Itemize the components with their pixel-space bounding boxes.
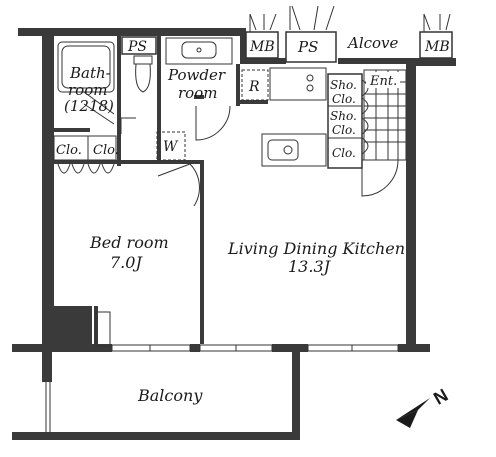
toilet [133, 55, 153, 93]
ps-right-label: PS [297, 38, 318, 56]
kitchen [261, 67, 327, 167]
exterior-walls [12, 28, 456, 440]
closet-left-2-label: Clo. [93, 143, 119, 158]
compass: N [396, 385, 451, 428]
bathroom-label-1: Bath- [69, 64, 111, 82]
interior-walls [54, 36, 268, 347]
compass-arrow-icon [396, 398, 430, 420]
washer-space: W [156, 131, 186, 161]
meter-boxes [245, 5, 453, 63]
balcony: Balcony [45, 382, 203, 432]
closet-left-1-label: Clo. [56, 143, 82, 158]
powder-room-label-2: room [178, 84, 217, 102]
shoe-closet-2-label-2: Clo. [332, 123, 356, 137]
bedroom-label-1: Bed room [89, 233, 169, 252]
mb-left-label: MB [249, 39, 275, 55]
mb-right-label: MB [424, 39, 450, 55]
ldk-label-2: 13.3J [288, 257, 332, 276]
closets-left: Clo. Clo. [53, 135, 119, 174]
balcony-label: Balcony [137, 386, 203, 405]
compass-n-label: N [430, 385, 451, 409]
closets-right: Sho. Clo. Sho. Clo. Clo. [327, 73, 369, 169]
refrigerator-label: R [248, 79, 260, 95]
washer-label: W [163, 139, 179, 155]
bathroom-label-2: room [68, 81, 107, 99]
bedroom-label-2: 7.0J [110, 253, 143, 272]
entrance-label: Ent. [369, 74, 397, 89]
powder-room-label-1: Powder [167, 66, 226, 84]
shoe-closet-1-label-2: Clo. [332, 92, 356, 106]
ldk-label-1: Living Dining Kitchen [227, 239, 405, 258]
bathroom-label-3: (1218) [64, 97, 114, 115]
balcony-windows [111, 344, 399, 352]
powder-room: Powder room [165, 37, 233, 102]
shoe-closet-2-label-1: Sho. [330, 109, 357, 123]
ps-top-label: PS [127, 39, 147, 55]
entrance: Ent. [363, 69, 407, 161]
alcove-label: Alcove [346, 34, 399, 52]
refrigerator-space: R [241, 69, 269, 101]
shoe-closet-1-label-1: Sho. [330, 78, 357, 92]
pipe-space-top: PS [121, 36, 157, 55]
bathroom: Bath- room (1218) [57, 41, 115, 125]
closet-right-label: Clo. [332, 146, 356, 160]
